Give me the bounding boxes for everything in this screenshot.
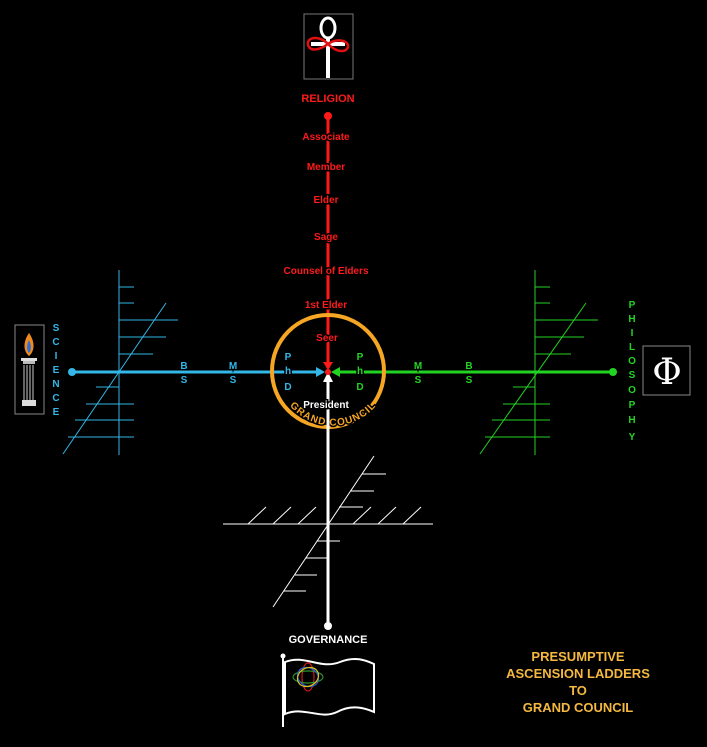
science-bs-label-b: B	[180, 361, 187, 372]
flag-icon	[280, 653, 375, 727]
caption-line-1: PRESUMPTIVE	[531, 649, 625, 664]
svg-text:E: E	[53, 365, 60, 376]
svg-text:H: H	[628, 415, 635, 426]
caption-line-3: TO	[569, 683, 587, 698]
philosophy-bs-label-b: B	[465, 361, 472, 372]
caption-line-2: ASCENSION LADDERS	[506, 666, 650, 681]
philosophy-bs-label-s: S	[466, 375, 473, 386]
rank-associate: Associate	[302, 132, 350, 143]
rank-counsel-of-elders: Counsel of Elders	[283, 266, 368, 277]
svg-text:I: I	[631, 328, 634, 339]
philosophy-ms-label-s: S	[415, 375, 422, 386]
svg-text:L: L	[629, 342, 635, 353]
ankh-icon	[306, 16, 350, 78]
svg-text:C: C	[52, 393, 59, 404]
svg-text:P: P	[629, 300, 636, 311]
president-label: President	[303, 400, 349, 411]
governance-ladder: GOVERNANCE	[223, 372, 433, 727]
philosophy-axis-graph	[479, 270, 598, 455]
rank-sage: Sage	[314, 232, 338, 243]
caption-line-4: GRAND COUNCIL	[522, 700, 634, 715]
philosophy-phd-label-h: h	[357, 366, 363, 377]
governance-arrowhead	[323, 372, 333, 382]
science-ms-label-s: S	[230, 375, 237, 386]
torch-icon	[21, 333, 37, 406]
science-ms-label-m: M	[229, 361, 237, 372]
science-phd-label-d: D	[284, 382, 291, 393]
svg-text:H: H	[628, 314, 635, 325]
phi-icon-frame	[642, 345, 691, 396]
religion-arrowhead	[323, 362, 333, 370]
science-title: S C I E N C E	[52, 323, 59, 418]
svg-text:N: N	[52, 379, 59, 390]
governance-endpoint	[324, 622, 332, 630]
science-phd-label-h: h	[285, 366, 291, 377]
rank-elder: Elder	[313, 195, 338, 206]
svg-text:S: S	[53, 323, 60, 334]
svg-text:Y: Y	[629, 432, 636, 443]
rank-seer: Seer	[316, 333, 338, 344]
religion-ladder: RELIGION Associate Member Elder Sage Cou…	[282, 13, 370, 370]
philosophy-title: P H I L O S O P H Y	[628, 300, 636, 443]
caption-block: PRESUMPTIVE ASCENSION LADDERS TO GRAND C…	[488, 648, 668, 716]
science-arrowhead	[316, 367, 325, 377]
svg-text:S: S	[629, 370, 636, 381]
rank-1st-elder: 1st Elder	[305, 300, 347, 311]
governance-title: GOVERNANCE	[289, 634, 368, 646]
governance-axis-graph	[223, 455, 433, 608]
science-bs-label-s: S	[181, 375, 188, 386]
svg-text:I: I	[55, 351, 58, 362]
philosophy-arrowhead	[331, 367, 340, 377]
center-point: President	[302, 369, 351, 413]
svg-text:C: C	[52, 337, 59, 348]
rank-member: Member	[307, 162, 345, 173]
svg-text:E: E	[53, 407, 60, 418]
philosophy-phd-label-p: P	[357, 352, 364, 363]
svg-text:O: O	[628, 385, 636, 396]
science-ladder: S C I E N C E B	[14, 270, 325, 455]
svg-text:P: P	[629, 400, 636, 411]
svg-text:O: O	[628, 356, 636, 367]
philosophy-phd-label-d: D	[356, 382, 363, 393]
science-axis-graph	[62, 270, 178, 455]
science-phd-label-p: P	[285, 352, 292, 363]
religion-title: RELIGION	[301, 93, 354, 105]
philosophy-ms-label-m: M	[414, 361, 422, 372]
phi-icon: Φ	[652, 352, 682, 393]
